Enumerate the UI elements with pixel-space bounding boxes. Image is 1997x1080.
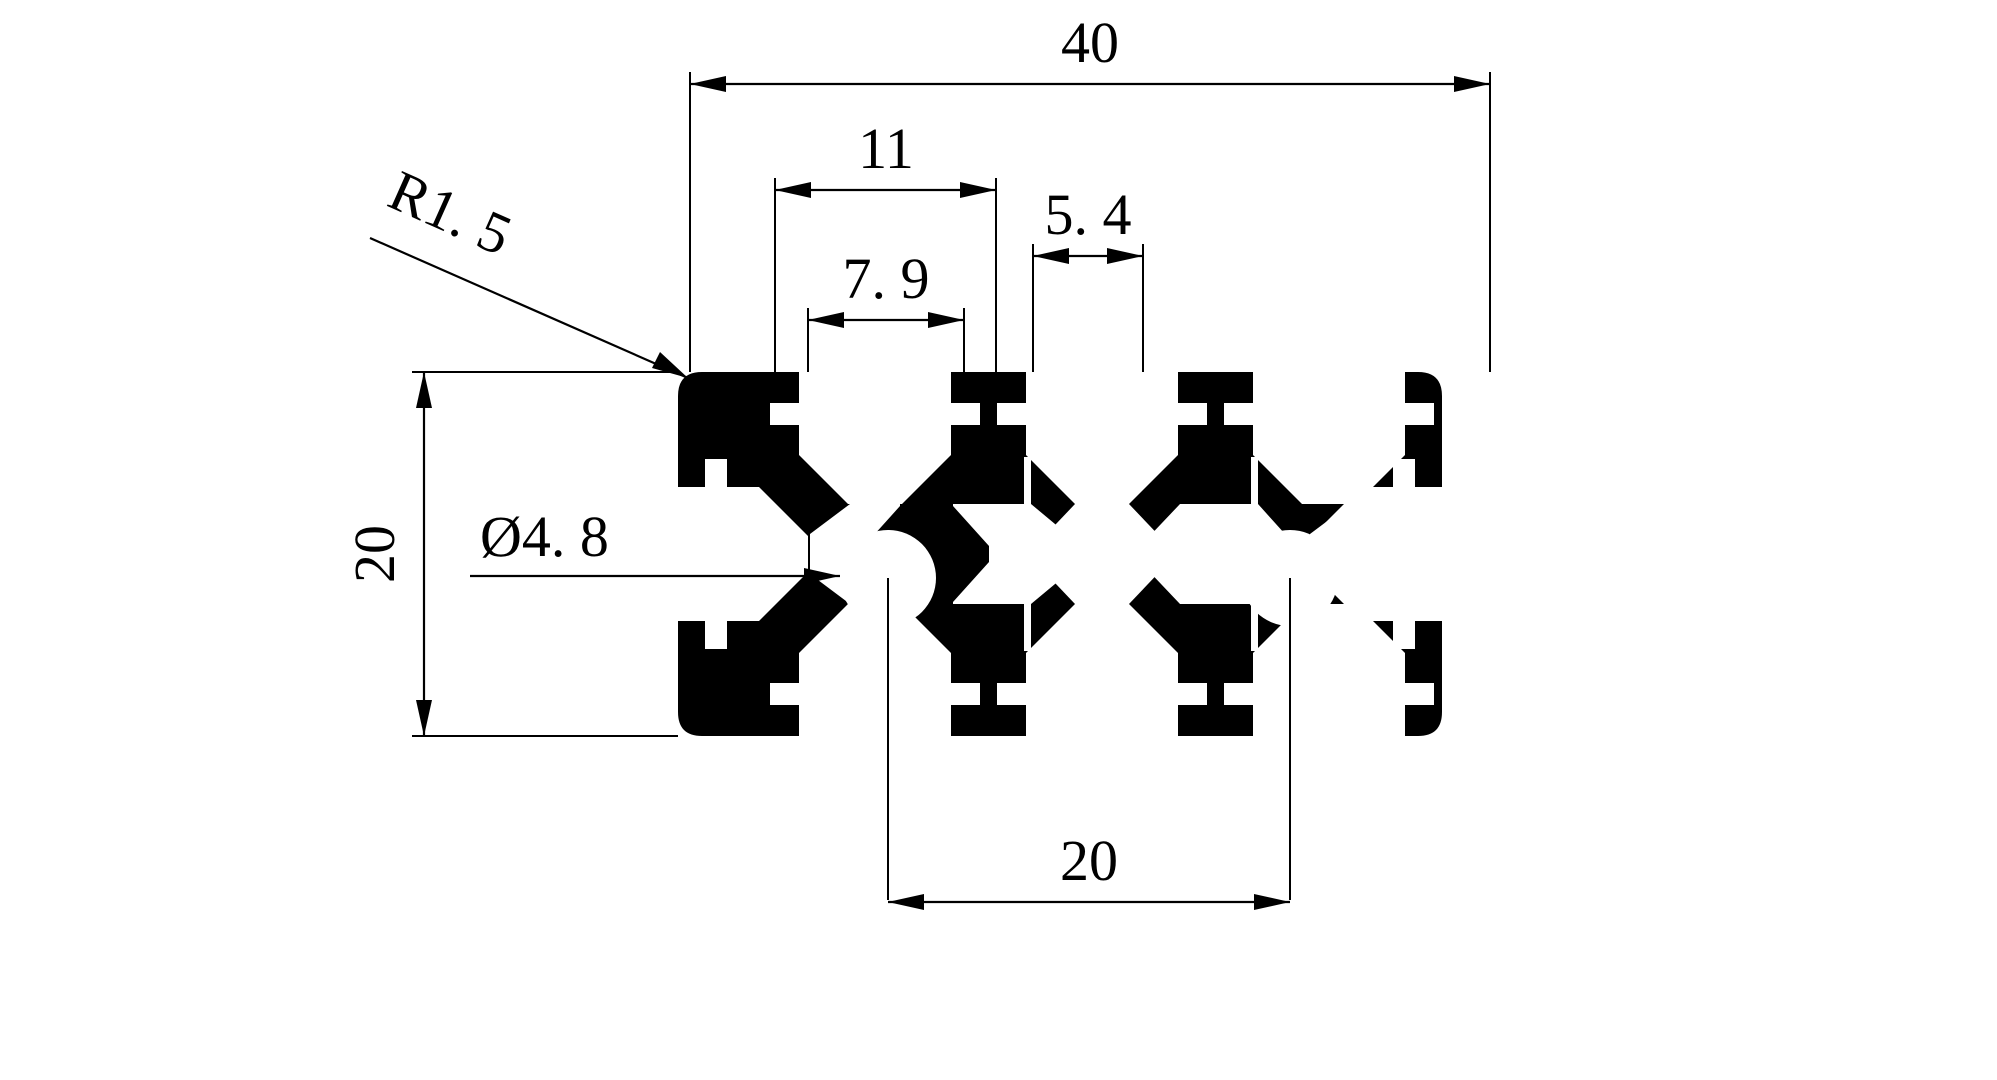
arrow-left <box>690 76 726 92</box>
profile-final <box>600 350 1500 760</box>
arrow-right <box>928 312 964 328</box>
dim-label-slot-opening-inner: 7. 9 <box>843 246 930 311</box>
arrow-right <box>1454 76 1490 92</box>
arrow-left <box>888 894 924 910</box>
dim-label-slot-opening-outer: 11 <box>858 116 914 181</box>
dimension-overall-width: 40 <box>689 10 1491 372</box>
dim-label-center-bore: Ø4. 8 <box>480 504 609 569</box>
arrow-left <box>775 182 811 198</box>
arrow-top <box>416 372 432 408</box>
arrow-right <box>1254 894 1290 910</box>
dim-label-slot-throat: 5. 4 <box>1045 182 1132 247</box>
dimension-slot-throat: 5. 4 <box>1032 182 1144 372</box>
arrow-right <box>960 182 996 198</box>
arrow-bottom <box>416 700 432 736</box>
dimension-slot-opening-inner: 7. 9 <box>807 246 965 372</box>
arrow-right <box>1107 248 1143 264</box>
arrow-left <box>1033 248 1069 264</box>
dimension-overall-height: 20 <box>342 371 678 737</box>
dim-label-bore-spacing: 20 <box>1060 828 1118 893</box>
dimension-corner-radius: R1. 5 <box>369 157 689 380</box>
dimension-center-bore: Ø4. 8 <box>470 504 1291 900</box>
arrow-leader <box>652 352 688 378</box>
arrow-left <box>808 312 844 328</box>
dimension-bore-spacing: 20 <box>888 828 1290 910</box>
arrow-leader <box>804 568 840 584</box>
dim-label-overall-width: 40 <box>1061 10 1119 75</box>
extrusion-profile-render <box>0 350 1997 760</box>
dimension-slot-opening-outer: 11 <box>774 116 997 372</box>
dim-label-overall-height: 20 <box>342 525 407 583</box>
